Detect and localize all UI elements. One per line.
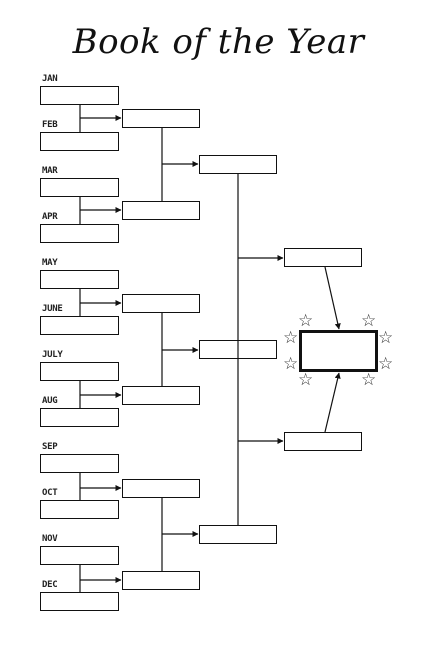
entry-box-oct[interactable]	[40, 500, 119, 519]
champion-box[interactable]	[299, 330, 378, 372]
entry-box-june[interactable]	[40, 316, 119, 335]
entry-box-july[interactable]	[40, 362, 119, 381]
entry-box-feb[interactable]	[40, 132, 119, 151]
star-icon: ☆	[378, 354, 394, 374]
entry-box-jan[interactable]	[40, 86, 119, 105]
entry-box-nov[interactable]	[40, 546, 119, 565]
entry-box-mar[interactable]	[40, 178, 119, 197]
connector-arrow	[324, 372, 341, 433]
entry-box-aug[interactable]	[40, 408, 119, 427]
entry-box-may[interactable]	[40, 270, 119, 289]
round3-box-1[interactable]	[199, 155, 277, 174]
star-icon: ☆	[283, 328, 299, 348]
semifinal-box-1[interactable]	[284, 248, 362, 267]
round2-box-3[interactable]	[122, 294, 200, 313]
month-label-jan: JAN	[42, 74, 58, 84]
star-icon: ☆	[298, 370, 314, 390]
month-label-oct: OCT	[42, 488, 58, 498]
star-icon: ☆	[361, 370, 377, 390]
round2-box-5[interactable]	[122, 479, 200, 498]
semifinal-box-2[interactable]	[284, 432, 362, 451]
month-label-mar: MAR	[42, 166, 58, 176]
round2-box-4[interactable]	[122, 386, 200, 405]
month-label-dec: DEC	[42, 580, 58, 590]
round3-box-3[interactable]	[199, 525, 277, 544]
entry-box-dec[interactable]	[40, 592, 119, 611]
month-label-sep: SEP	[42, 442, 58, 452]
month-label-may: MAY	[42, 258, 58, 268]
round2-box-6[interactable]	[122, 571, 200, 590]
star-icon: ☆	[298, 311, 314, 331]
month-label-aug: AUG	[42, 396, 58, 406]
entry-box-sep[interactable]	[40, 454, 119, 473]
star-icon: ☆	[361, 311, 377, 331]
month-label-nov: NOV	[42, 534, 58, 544]
month-label-feb: FEB	[42, 120, 58, 130]
connector-arrow	[324, 266, 341, 330]
round2-box-1[interactable]	[122, 109, 200, 128]
star-icon: ☆	[378, 328, 394, 348]
month-label-june: JUNE	[42, 304, 63, 314]
round2-box-2[interactable]	[122, 201, 200, 220]
month-label-apr: APR	[42, 212, 58, 222]
entry-box-apr[interactable]	[40, 224, 119, 243]
star-icon: ☆	[283, 354, 299, 374]
month-label-july: JULY	[42, 350, 63, 360]
page-title: Book of the Year	[72, 22, 365, 62]
